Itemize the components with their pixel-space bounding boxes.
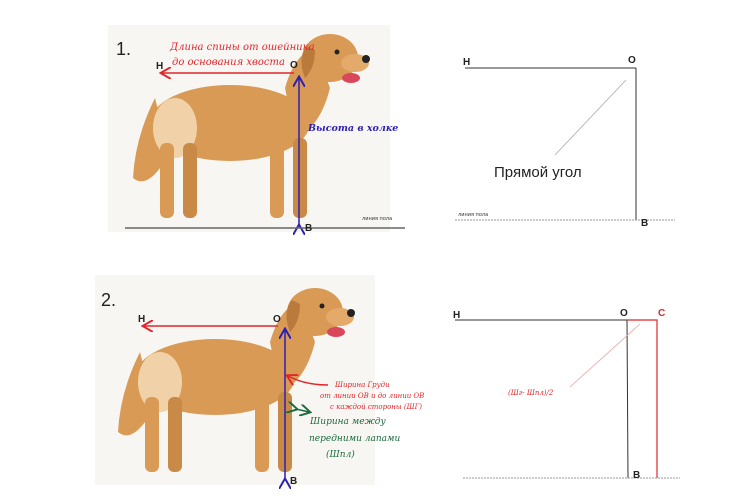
offset-line xyxy=(627,319,658,478)
point-h: Н xyxy=(138,314,145,325)
formula-label: (Шг- Шпл)/2 xyxy=(508,389,554,397)
point-h: Н xyxy=(156,61,163,72)
point-h: Н xyxy=(463,57,470,68)
right-angle-label: Прямой угол xyxy=(494,164,582,181)
point-h: Н xyxy=(453,310,460,321)
back-length-label-2: до основания хвоста xyxy=(172,57,285,68)
chest-offset-diagram: Н О С В (Шг- Шпл)/2 xyxy=(453,308,680,481)
point-b: В xyxy=(633,470,640,481)
chest-width-arrow xyxy=(288,376,329,386)
panel-1-photo: 1. Длина спины от ошейника до основания … xyxy=(108,25,405,234)
point-b: В xyxy=(290,476,297,487)
panel-number: 1. xyxy=(116,39,131,59)
point-o: О xyxy=(628,55,636,66)
right-angle-diagram: Н О В линия пола Прямой угол xyxy=(455,55,675,229)
back-length-label: Длина спины от ошейника xyxy=(169,42,315,53)
pointer-line xyxy=(569,323,641,388)
point-o: О xyxy=(620,308,628,319)
chest-width-label-3: с каждой стороны (ШГ) xyxy=(330,403,422,411)
point-c: С xyxy=(658,308,665,319)
point-o: О xyxy=(273,314,281,325)
panel-2-photo: 2. Н О В Ширина Груди от линии ОВ и до л… xyxy=(95,275,424,487)
paws-width-label: Ширина между xyxy=(309,417,387,427)
chest-width-label-2: от линии ОВ и до линии ОВ xyxy=(320,392,424,400)
panel-number: 2. xyxy=(101,290,116,310)
paws-width-label-3: (Шпл) xyxy=(326,449,355,460)
height-line xyxy=(626,319,629,479)
paws-width-arrow xyxy=(296,409,309,412)
point-b: В xyxy=(305,223,312,234)
point-o: О xyxy=(290,60,298,71)
pointer-line xyxy=(554,79,627,156)
paws-width-label-2: передними лапами xyxy=(309,434,400,444)
chest-width-label: Ширина Груди xyxy=(334,381,390,389)
height-label: Высота в холке xyxy=(307,123,398,134)
floor-label: линия пола xyxy=(458,212,488,218)
point-b: В xyxy=(641,218,648,229)
floor-label: линия пола xyxy=(362,216,392,222)
